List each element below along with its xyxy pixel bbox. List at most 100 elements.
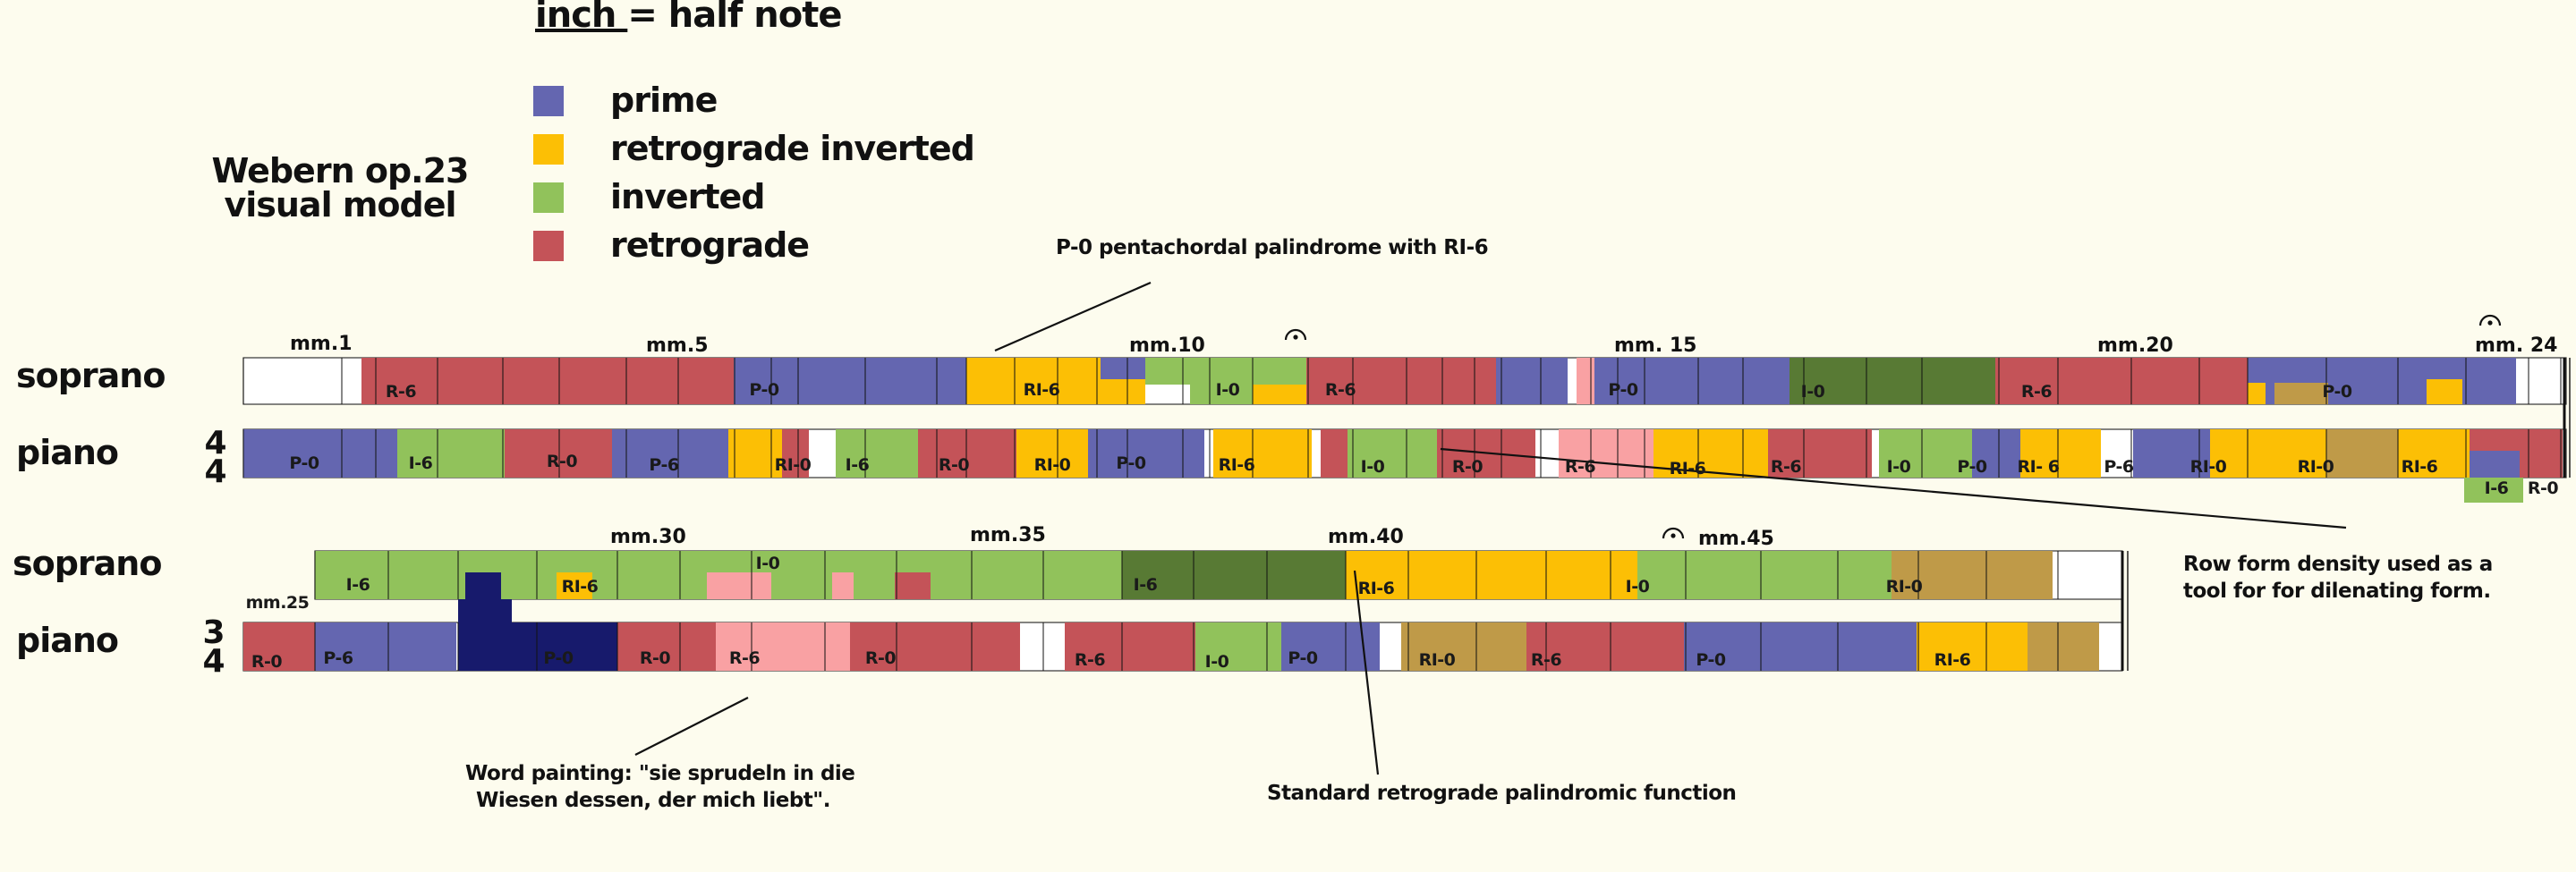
soprano-row-block (1577, 358, 1594, 404)
row-form-label: R-6 (728, 648, 761, 668)
row-form-label: I-0 (1886, 457, 1911, 477)
row-form-label: RI-6 (1669, 459, 1706, 478)
measure-1: mm.1 (290, 333, 353, 355)
ts2-bottom: 4 (202, 643, 225, 680)
row-form-label: RI-6 (1218, 455, 1255, 475)
row-form-label: P-6 (649, 455, 679, 475)
legend-label-ri: retrograde inverted (610, 129, 975, 168)
piano-row-block (1065, 622, 1195, 671)
row-form-label: RI-6 (1023, 380, 1060, 400)
row-form-label: RI-0 (1418, 650, 1456, 670)
piano-row-block (243, 429, 378, 478)
row-form-label: RI-6 (1357, 579, 1395, 598)
piano-row-block (617, 622, 718, 671)
measure-35: mm.35 (970, 524, 1046, 546)
annotation-word-painting: Word painting: "sie sprudeln in die Wies… (465, 760, 855, 814)
legend-swatch-prime (533, 86, 564, 116)
title-line-2: visual model (224, 185, 456, 224)
piano-row-block (505, 429, 558, 478)
row-form-label: RI-0 (1885, 577, 1923, 597)
piano-row-block (451, 429, 505, 478)
piano-row-block (2326, 429, 2398, 478)
piano-row-block (397, 429, 451, 478)
row-form-label: I-0 (1215, 380, 1240, 400)
row-form-label: I-0 (1800, 382, 1825, 402)
density-line-2: tool for for dilenating form. (2183, 580, 2491, 603)
soprano-row-block (1496, 358, 1568, 404)
piano-row-block (2398, 429, 2470, 478)
soprano-row-block (465, 572, 501, 599)
soprano-row-block (2427, 379, 2466, 404)
ts1-bottom: 4 (204, 453, 227, 490)
piano-row-block (1088, 429, 1204, 478)
piano-row-block (1620, 622, 1684, 671)
soprano-row-block (734, 358, 966, 404)
row-form-label: I-6 (2484, 478, 2509, 498)
row-form-label: P-0 (2322, 382, 2352, 402)
row-form-label: RI-6 (1934, 650, 1971, 670)
ts2-top: 3 (202, 614, 225, 651)
row-form-label: R-6 (1530, 650, 1562, 670)
soprano-row-block (1995, 358, 2248, 404)
piano-row-block (1213, 429, 1312, 478)
row-form-label: mm.25 (245, 593, 310, 613)
part-label-piano-2: piano (16, 621, 119, 660)
annotation-density: Row form density used as a tool for for … (2183, 551, 2493, 605)
piano-row-block (918, 429, 1016, 478)
ts1-top: 4 (204, 425, 227, 461)
row-form-label: RI- 6 (2017, 457, 2060, 477)
legend-swatch-ri (533, 134, 564, 165)
row-form-label: P-6 (323, 648, 353, 668)
soprano-row-block (1346, 551, 1637, 599)
piano-row-block (243, 622, 315, 671)
fermata-icon (1671, 533, 1676, 538)
piano-row-block (1917, 622, 2028, 671)
density-line-1: Row form density used as a (2183, 553, 2493, 576)
piano-row-block (1016, 429, 1088, 478)
fermata-icon (2487, 320, 2493, 326)
legend-label-prime: prime (610, 80, 718, 120)
piano-row-block (1321, 429, 1348, 478)
measure-10: mm.10 (1129, 334, 1205, 357)
piano-row-block (2028, 622, 2099, 671)
measure-5: mm.5 (646, 334, 709, 357)
part-label-soprano-1: soprano (16, 356, 166, 395)
piano-row-block (612, 429, 728, 478)
piano-row-block (378, 429, 397, 478)
leader-line (1353, 570, 1380, 775)
row-form-label: P-6 (2104, 457, 2134, 477)
scale-rest: = half note (627, 0, 842, 36)
soprano-row-block (315, 551, 753, 599)
piano-row-block (315, 622, 456, 671)
soprano-row-block (707, 572, 771, 599)
legend-label-retrograde: retrograde (610, 225, 810, 265)
time-signature-3-4: 3 4 (202, 614, 225, 680)
piano-row-block (1684, 622, 1816, 671)
row-form-label: R-0 (864, 648, 897, 668)
soprano-row-block (2462, 358, 2516, 404)
row-form-label: P-0 (749, 380, 779, 400)
soprano-row-block (361, 358, 734, 404)
row-form-label: I-6 (345, 575, 370, 595)
part-label-piano-1: piano (16, 433, 119, 472)
measure-24: mm. 24 (2475, 334, 2558, 357)
scale-note: inch = half note (535, 0, 842, 36)
row-form-label: P-0 (1957, 457, 1987, 477)
fermata-icon (1662, 527, 1685, 539)
piano-row-block (458, 599, 512, 622)
measure-40: mm.40 (1328, 526, 1404, 548)
piano-row-block (1526, 622, 1620, 671)
row-form-label: P-0 (543, 648, 574, 668)
fermata-icon (2478, 314, 2502, 326)
soprano-row-block (1101, 358, 1145, 379)
piano-row-block (558, 429, 612, 478)
soprano-row-block (895, 572, 931, 599)
row-form-label: P-0 (1608, 380, 1638, 400)
row-form-label: RI-6 (2401, 457, 2438, 477)
row-form-label: R-0 (938, 455, 970, 475)
soprano-row-block (2248, 383, 2266, 404)
row-form-label: R-6 (385, 382, 417, 402)
row-form-label: R-0 (251, 652, 283, 672)
soprano-row-block (1790, 358, 1922, 404)
diagram-title: Webern op.23 visual model (206, 154, 474, 222)
